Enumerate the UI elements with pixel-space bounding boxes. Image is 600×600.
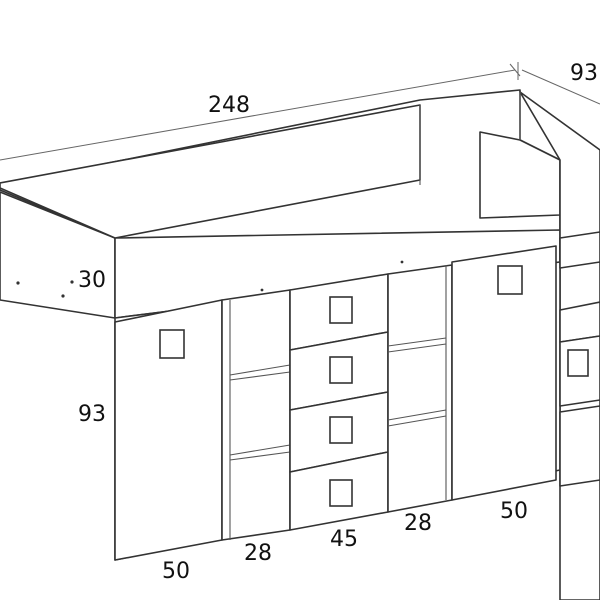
depth-label: 93 <box>570 61 598 86</box>
right-door <box>451 245 557 501</box>
left-door-width-label: 50 <box>162 559 190 584</box>
left-shelf-unit <box>221 289 291 541</box>
drawer-4-handle <box>329 479 353 507</box>
left-shelf-width-label: 28 <box>244 541 272 566</box>
right-door-handle <box>497 265 523 295</box>
drawer-3-handle <box>329 416 353 444</box>
right-door-width-label: 50 <box>500 499 528 524</box>
drawer-1-handle <box>329 296 353 324</box>
drawer-stack <box>289 273 389 531</box>
top-rail-label: 30 <box>78 268 106 293</box>
drawer-2-handle <box>329 356 353 384</box>
width-dimension-line <box>0 62 521 161</box>
small-marks <box>16 260 404 298</box>
height-label: 93 <box>78 402 106 427</box>
width-label: 248 <box>208 93 250 118</box>
drawer-width-label: 45 <box>330 527 358 552</box>
right-shelf-width-label: 28 <box>404 511 432 536</box>
left-door <box>114 299 223 561</box>
depth-dimension-line <box>521 69 600 105</box>
left-door-handle <box>159 329 185 359</box>
right-shelf-unit <box>387 264 453 513</box>
side-steps <box>559 231 600 487</box>
